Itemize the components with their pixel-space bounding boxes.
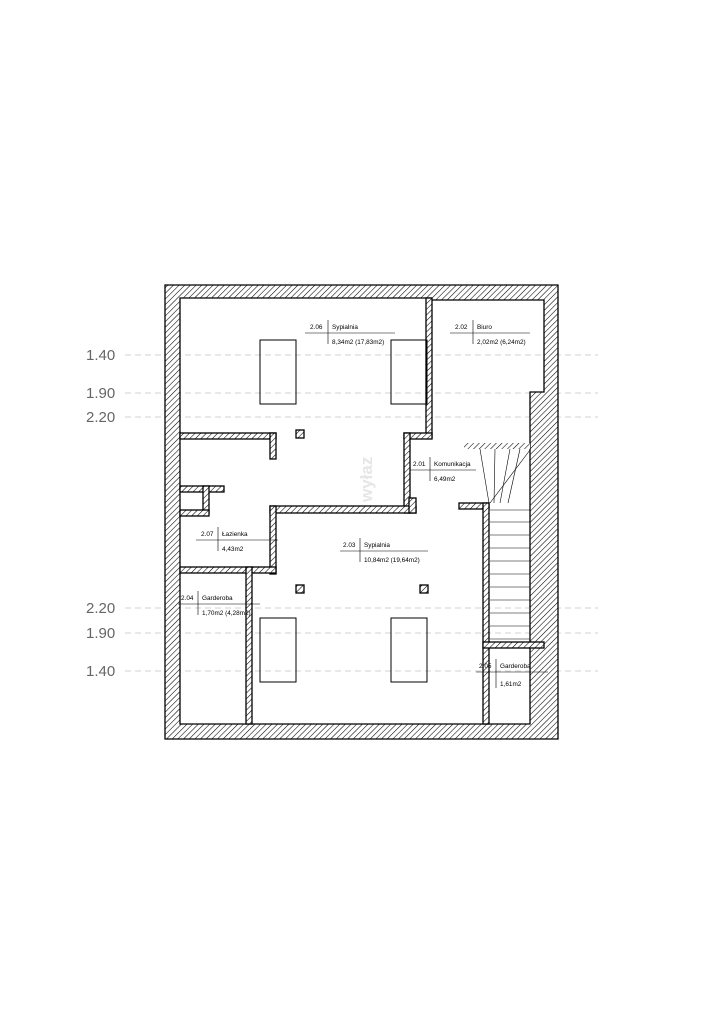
room-area: 2,02m2 (6,24m2) <box>477 339 526 346</box>
room-area: 6,49m2 <box>434 476 456 483</box>
room-name: Sypialnia <box>364 542 390 549</box>
room-name: Komunikacja <box>434 461 471 468</box>
height-label: 2.20 <box>86 409 115 426</box>
height-guides <box>125 354 598 672</box>
room-label-2-05: 2.05 Garderoba 1,61m2 <box>476 659 548 688</box>
room-area: 10,84m2 (19,64m2) <box>364 557 420 564</box>
room-label-2-07: 2.07 Łazienka 4,43m2 <box>196 527 278 553</box>
stair-hatch-label: wyłaz <box>357 457 376 503</box>
staircase <box>464 443 531 640</box>
room-name: Sypialnia <box>332 324 358 331</box>
roof-windows <box>259 339 428 683</box>
room-area: 1,70m2 (4,28m2) <box>202 610 251 617</box>
room-name: Łazienka <box>222 531 248 538</box>
room-name: Garderoba <box>500 663 531 670</box>
room-area: 8,34m2 (17,83m2) <box>332 339 384 346</box>
height-label: 1.40 <box>86 663 115 680</box>
room-number: 2.05 <box>479 663 492 670</box>
height-label: 1.40 <box>86 347 115 364</box>
room-number: 2.01 <box>413 461 426 468</box>
roof-window <box>259 617 297 683</box>
interior-walls <box>179 297 545 725</box>
room-label-2-03: 2.03 Sypialnia 10,84m2 (19,64m2) <box>340 538 428 564</box>
height-label: 1.90 <box>86 385 115 402</box>
height-label: 2.20 <box>86 600 115 617</box>
room-number: 2.06 <box>310 324 323 331</box>
room-number: 2.04 <box>181 595 194 602</box>
room-label-2-06: 2.06 Sypialnia 8,34m2 (17,83m2) <box>305 320 395 346</box>
room-number: 2.02 <box>455 324 468 331</box>
room-label-2-02: 2.02 Biuro 2,02m2 (6,24m2) <box>450 320 530 346</box>
room-name: Garderoba <box>202 595 233 602</box>
room-area: 4,43m2 <box>222 546 244 553</box>
room-area: 1,61m2 <box>500 681 522 688</box>
height-labels: 1.40 1.90 2.20 2.20 1.90 1.40 <box>86 347 115 680</box>
room-number: 2.07 <box>201 531 214 538</box>
room-label-2-01: 2.01 Komunikacja 6,49m2 <box>410 457 476 483</box>
roof-window <box>390 339 428 405</box>
height-label: 1.90 <box>86 625 115 642</box>
room-name: Biuro <box>477 324 492 331</box>
room-label-2-04: 2.04 Garderoba 1,70m2 (4,28m2) <box>178 591 260 617</box>
roof-window <box>390 617 428 683</box>
roof-window <box>259 339 297 405</box>
room-number: 2.03 <box>343 542 356 549</box>
